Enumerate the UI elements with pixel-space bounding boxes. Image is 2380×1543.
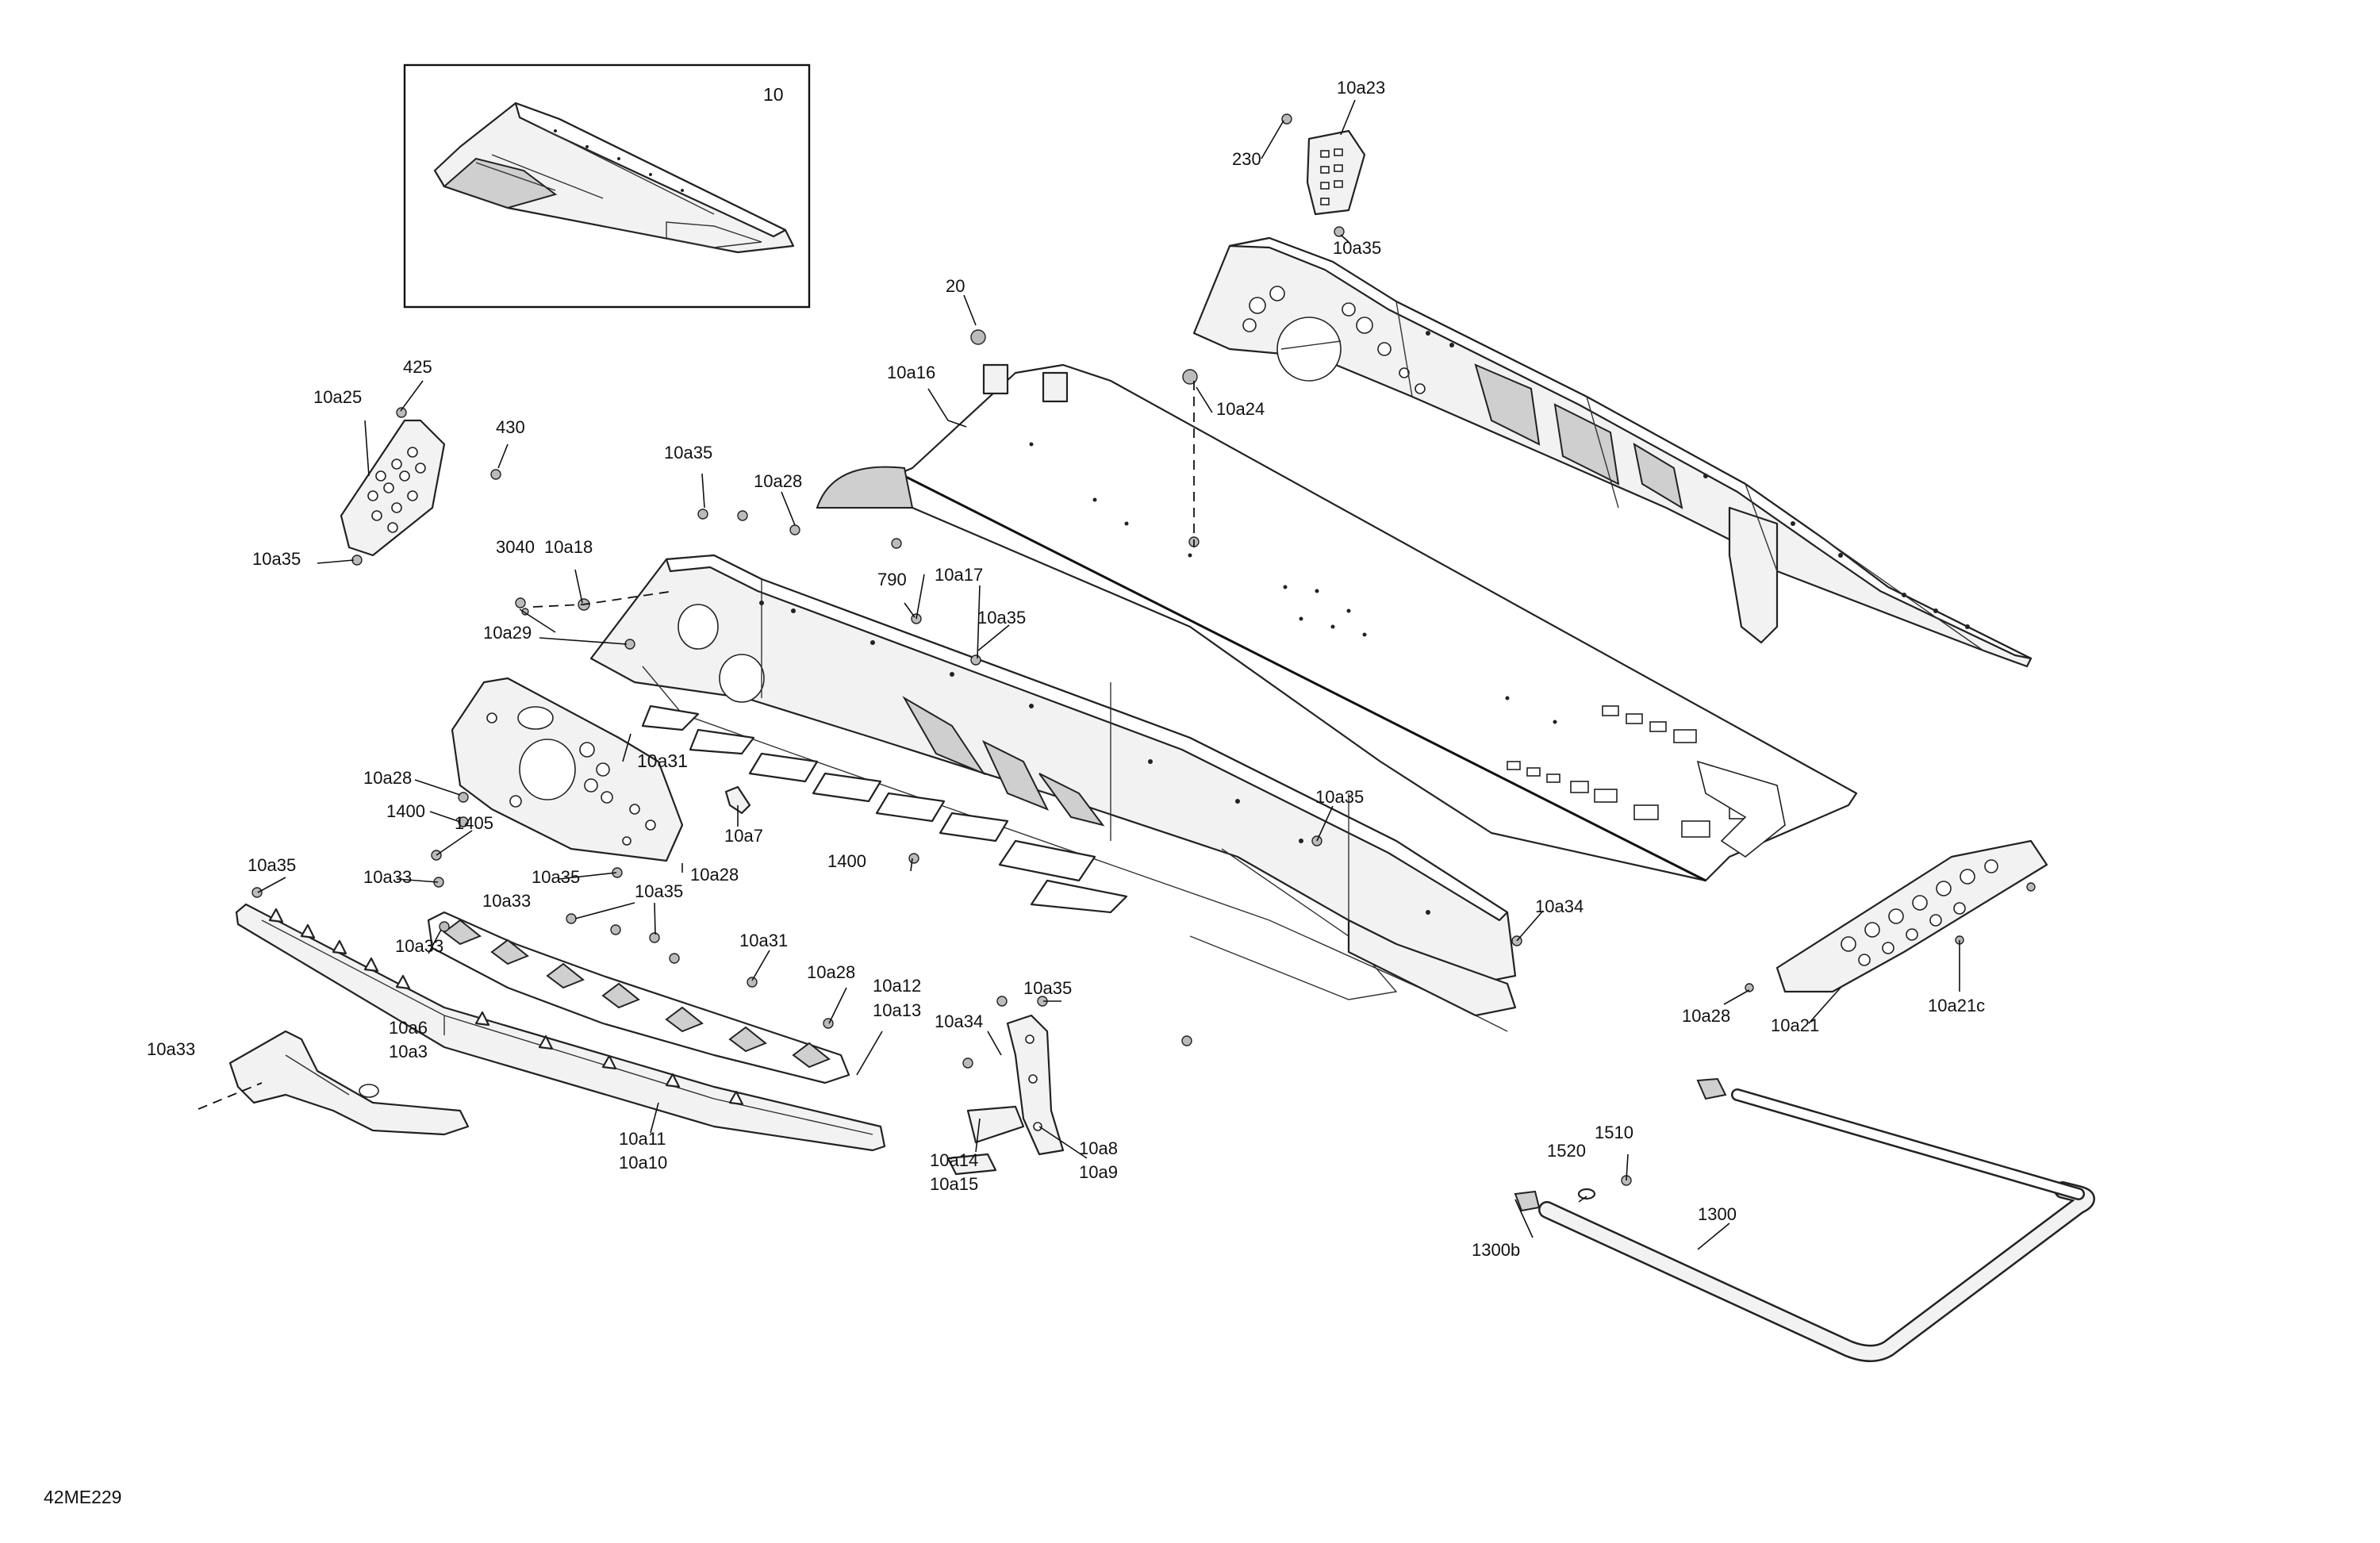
callout-10a25: 10a25 bbox=[313, 387, 362, 407]
callout-10a35-c: 10a35 bbox=[664, 443, 712, 463]
callout-1400: 1400 bbox=[386, 801, 425, 821]
callout-10a28-d: 10a28 bbox=[807, 962, 855, 982]
callout-1405: 1405 bbox=[455, 813, 493, 833]
callout-10a9: 10a9 bbox=[1079, 1162, 1118, 1182]
callout-10a34-b: 10a34 bbox=[935, 1011, 983, 1031]
callout-10a35-i: 10a35 bbox=[1023, 978, 1072, 998]
callout-10a8: 10a8 bbox=[1079, 1138, 1118, 1158]
bracket-10a7 bbox=[724, 785, 751, 815]
callout-10a29: 10a29 bbox=[483, 623, 532, 643]
callout-10a31: 10a31 bbox=[637, 750, 688, 771]
left-side-rail bbox=[589, 554, 1517, 1032]
callout-10: 10 bbox=[763, 84, 784, 105]
callout-10a28-c: 10a28 bbox=[690, 865, 739, 885]
callout-10a21c: 10a21c bbox=[1928, 996, 1985, 1015]
callout-labels: 10 10a23 230 10a35 20 10a16 10a24 425 10… bbox=[44, 78, 1985, 1507]
callout-10a35-e: 10a35 bbox=[532, 867, 580, 887]
callout-10a28-b: 10a28 bbox=[363, 768, 412, 788]
callout-10a10: 10a10 bbox=[619, 1153, 667, 1173]
callout-10a23: 10a23 bbox=[1337, 78, 1385, 98]
callout-10a28-e: 10a28 bbox=[1682, 1006, 1730, 1026]
callout-1510: 1510 bbox=[1595, 1123, 1633, 1142]
callout-10a28: 10a28 bbox=[754, 471, 802, 491]
fasteners bbox=[251, 509, 1522, 1069]
right-side-rail bbox=[1192, 236, 2033, 668]
callout-10a7: 10a7 bbox=[724, 826, 763, 846]
plate-10a23 bbox=[1281, 113, 1366, 237]
callout-790: 790 bbox=[877, 570, 907, 589]
callout-10a3: 10a3 bbox=[389, 1042, 428, 1061]
plate-10a21 bbox=[1745, 839, 2048, 993]
leader-lines bbox=[257, 99, 1960, 1250]
callout-10a35-b: 10a35 bbox=[252, 549, 301, 569]
callout-10a33: 10a33 bbox=[363, 867, 412, 887]
callout-10a21: 10a21 bbox=[1771, 1015, 1819, 1035]
callout-10a14: 10a14 bbox=[930, 1150, 978, 1170]
callout-10a35-h: 10a35 bbox=[1315, 787, 1364, 807]
callout-1520: 1520 bbox=[1547, 1141, 1586, 1161]
callout-10a17: 10a17 bbox=[935, 565, 983, 585]
callout-425: 425 bbox=[403, 357, 432, 377]
running-board-10a11 bbox=[235, 903, 886, 1152]
dash-3040-10a18 bbox=[532, 590, 675, 608]
callout-10a11: 10a11 bbox=[619, 1129, 666, 1149]
callout-10a31-b: 10a31 bbox=[739, 931, 788, 950]
callout-10a35: 10a35 bbox=[1333, 238, 1381, 258]
callout-10a24: 10a24 bbox=[1216, 399, 1265, 419]
callout-10a35-d: 10a35 bbox=[977, 608, 1026, 628]
callout-1300b: 1300b bbox=[1472, 1240, 1520, 1260]
callout-20: 20 bbox=[946, 276, 965, 296]
callout-10a35-g: 10a35 bbox=[635, 881, 683, 901]
bracket-10a6 bbox=[228, 1030, 470, 1136]
figure-id: 42ME229 bbox=[44, 1487, 121, 1507]
bracket-10a8 bbox=[946, 1014, 1065, 1176]
callout-1300: 1300 bbox=[1698, 1204, 1737, 1224]
callout-10a18: 10a18 bbox=[544, 537, 593, 557]
callout-10a6: 10a6 bbox=[389, 1018, 428, 1038]
tunnel-top-10a16 bbox=[816, 329, 1858, 882]
callout-10a34: 10a34 bbox=[1535, 896, 1583, 916]
callout-10a13: 10a13 bbox=[873, 1000, 921, 1020]
callout-10a16: 10a16 bbox=[887, 363, 935, 382]
callout-230: 230 bbox=[1232, 149, 1261, 169]
callout-10a33-b: 10a33 bbox=[482, 891, 531, 911]
callout-10a12: 10a12 bbox=[873, 976, 921, 996]
brace-10a12 bbox=[427, 911, 850, 1084]
callout-10a33-c: 10a33 bbox=[395, 936, 443, 956]
callout-3040: 3040 bbox=[496, 537, 535, 557]
callout-10a15: 10a15 bbox=[930, 1174, 978, 1194]
callout-1400-b: 1400 bbox=[827, 851, 866, 871]
plate-10a25 bbox=[340, 407, 501, 566]
callout-10a33-d: 10a33 bbox=[147, 1039, 195, 1059]
rear-bumper-1300 bbox=[1514, 1077, 2095, 1362]
dash-10a33-left bbox=[198, 1082, 263, 1110]
callout-430: 430 bbox=[496, 417, 525, 437]
inset-assembly-view bbox=[403, 63, 811, 309]
callout-10a35-f: 10a35 bbox=[248, 855, 296, 875]
plate-10a31 bbox=[451, 677, 684, 862]
